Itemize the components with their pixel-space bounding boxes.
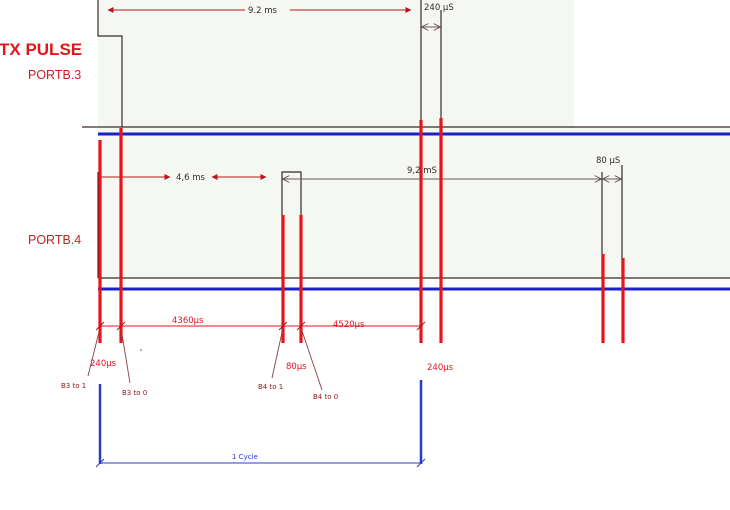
bottom-dimension-ticks — [95, 321, 426, 331]
leader-lines — [87, 327, 323, 391]
half-period-label: 4,6 ms — [176, 173, 205, 183]
portb4-label: PORTB.4 — [28, 233, 81, 247]
gap-2-label: 4520µs — [333, 320, 365, 330]
b4-to-0-label: B4 to 0 — [313, 393, 338, 401]
portb3-panel — [98, 0, 574, 127]
b4-to-1-label: B4 to 1 — [258, 383, 283, 391]
pulse-marks — [98, 118, 625, 343]
stray-dot — [140, 349, 142, 351]
cycle-label: 1 Cycle — [232, 453, 258, 461]
portb3-label: PORTB.3 — [28, 68, 81, 82]
width-a-label: 240µs — [90, 359, 117, 369]
portb4-panel — [98, 127, 730, 279]
portb3-trace — [82, 0, 730, 128]
rb4-pulse-width-label: 80 µS — [596, 156, 620, 166]
b3-to-0-label: B3 to 0 — [122, 389, 147, 397]
b3-to-1-label: B3 to 1 — [61, 382, 86, 390]
cycle-bracket — [98, 380, 423, 464]
tx-period-label: 9.2 ms — [248, 6, 277, 16]
tx-pulse-title: TX PULSE — [0, 40, 82, 59]
cycle-ticks — [95, 458, 426, 468]
width-b-label: 80µs — [286, 362, 307, 372]
width-c-label: 240µs — [427, 363, 454, 373]
gap-1-label: 4360µs — [172, 316, 204, 326]
tx-pulse-width-label: 240 µS — [424, 3, 454, 13]
